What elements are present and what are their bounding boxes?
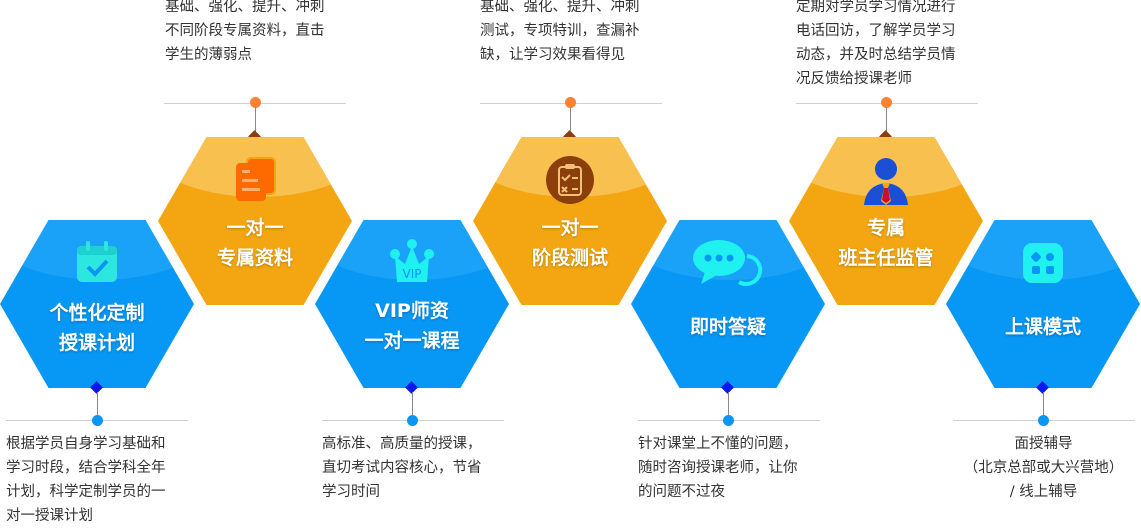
hex-title-line2: 班主任监管 xyxy=(838,247,934,269)
hex-title-line2: 一对一课程 xyxy=(364,330,460,352)
hex-title-line1: 即时答疑 xyxy=(689,316,766,338)
connector-dot xyxy=(1038,415,1049,426)
connector-dot xyxy=(881,97,892,108)
hex-title-line1: 上课模式 xyxy=(1004,316,1081,338)
head-teacher-icon xyxy=(864,158,908,205)
connector-dot xyxy=(723,415,734,426)
hex-title-line1: 一对一 xyxy=(226,217,284,239)
documents-icon xyxy=(236,157,276,201)
item-description: 面授辅导（北京总部或大兴营地）/ 线上辅导 xyxy=(963,436,1124,500)
item-description: 根据学员自身学习基础和学习时段，结合学科全年计划，科学定制学员的一对一授课计划 xyxy=(6,436,166,524)
hex-title-line2: 授课计划 xyxy=(58,332,135,354)
item-description: 针对课堂上不懂的问题，随时咨询授课老师，让你的问题不过夜 xyxy=(638,436,798,500)
connector-line xyxy=(412,392,413,420)
svg-text:VIP: VIP xyxy=(403,267,422,281)
connector-dot xyxy=(250,97,261,108)
chat-bubble-icon xyxy=(693,240,763,286)
item-description: 基础、强化、提升、冲刺不同阶段专属资料，直击学生的薄弱点 xyxy=(165,0,325,63)
connector-line xyxy=(97,392,98,420)
connector-line xyxy=(1043,392,1044,420)
hex-vip-teachers: VIP VIP师资一对一课程 xyxy=(315,220,509,388)
hex-title-line1: VIP师资 xyxy=(375,300,449,322)
hex-class-mode: 上课模式 xyxy=(946,220,1140,388)
hex-title-line1: 一对一 xyxy=(541,217,599,239)
hex-title-line1: 专属 xyxy=(866,217,905,239)
hex-title-line1: 个性化定制 xyxy=(49,302,145,324)
connector-dot xyxy=(92,415,103,426)
item-description: 定期对学员学习情况进行电话回访，了解学员学习动态，并及时总结学员情况反馈给授课老… xyxy=(796,0,956,87)
hex-personalized-plan: 个性化定制授课计划 xyxy=(0,220,194,388)
connector-dot xyxy=(565,97,576,108)
clipboard-test-icon xyxy=(546,156,594,204)
item-description: 高标准、高质量的授课，直切考试内容核心，节省学习时间 xyxy=(322,436,482,500)
item-description: 基础、强化、提升、冲刺测试，专项特训，查漏补缺，让学习效果看得见 xyxy=(480,0,640,63)
connector-line xyxy=(255,107,256,133)
hex-title-line2: 阶段测试 xyxy=(531,247,608,269)
hex-head-teacher: 专属班主任监管 xyxy=(789,137,983,305)
connector-dot xyxy=(407,415,418,426)
calendar-check-icon xyxy=(77,241,117,282)
hex-title-line2: 专属资料 xyxy=(216,247,293,269)
hex-stage-tests: 一对一阶段测试 xyxy=(473,137,667,305)
vip-crown-icon: VIP xyxy=(390,239,434,282)
hex-exclusive-materials: 一对一专属资料 xyxy=(158,137,352,305)
connector-line xyxy=(728,392,729,420)
apps-grid-icon xyxy=(1023,243,1063,283)
connector-line xyxy=(886,107,887,133)
connector-line xyxy=(570,107,571,133)
hex-instant-qa: 即时答疑 xyxy=(631,220,825,388)
